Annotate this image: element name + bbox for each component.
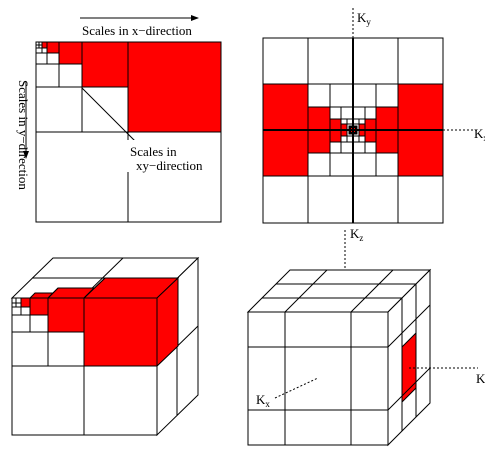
kz-axis-label: Kz (350, 226, 363, 243)
red-block-large (127, 41, 222, 133)
red-cube-large (83, 297, 158, 367)
top-left-grid (35, 41, 222, 223)
red-block-xsmall (46, 41, 60, 54)
kx-axis-label: Kx (474, 126, 485, 143)
panel-cube-scales (10, 256, 200, 437)
panel-kx-ky-spectrum: Ky Kx (262, 8, 485, 224)
kz-axis: Kz (344, 226, 363, 292)
ky-axis: Ky (352, 8, 371, 38)
red-block-medium (81, 41, 129, 88)
kx-axis: Kx (443, 126, 485, 143)
label-xy-direction-line1: Scales in (130, 144, 177, 159)
kx-axis-3d: Kx (256, 377, 319, 409)
k-axis-right: K (409, 367, 485, 386)
label-x-direction: Scales in x−direction (82, 23, 192, 38)
label-xy-direction-line2: xy−direction (136, 158, 203, 173)
red-cube-small (29, 297, 49, 316)
panel-3d-spectrum-cube: Kz Kx (246, 226, 485, 447)
k-axis-right-label: K (476, 371, 485, 386)
label-y-direction: Scales in y−direction (16, 80, 31, 190)
top-right-grid (262, 37, 444, 224)
kx-axis-3d-label: Kx (256, 392, 270, 409)
spectral-cube-grid (246, 268, 432, 447)
ky-axis-label: Ky (357, 10, 371, 27)
red-block-small (58, 41, 83, 65)
red-cube-medium (47, 297, 85, 333)
panel-x-y-scales: Scales in x−direction Scales in y−direct… (16, 15, 222, 223)
